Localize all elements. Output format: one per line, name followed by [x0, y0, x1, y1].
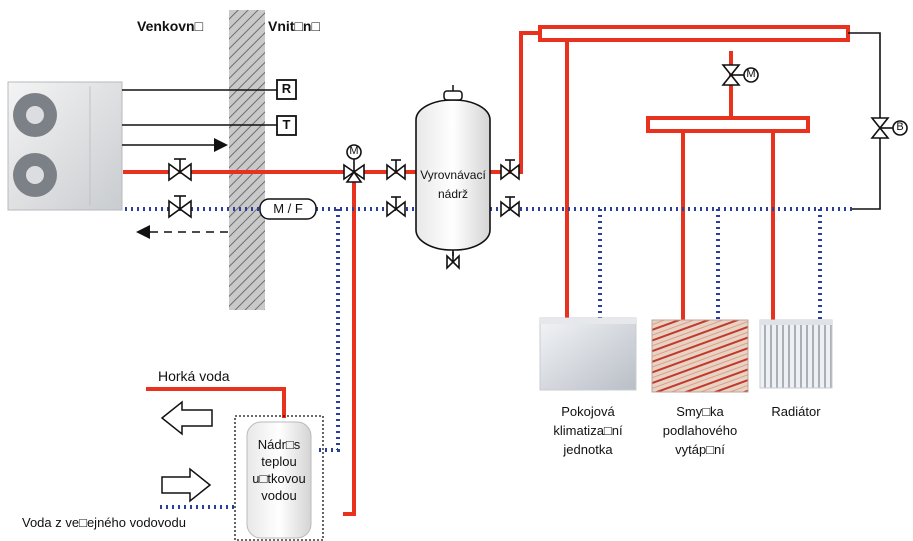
supply-manifold-top — [538, 25, 850, 42]
bypass-valve-icon — [870, 117, 908, 139]
floor-loop-label: Smy□ka podlahového vytáp□ní — [662, 404, 738, 457]
radiator-unit — [759, 319, 833, 389]
control-lines — [122, 89, 277, 233]
buffer-tank — [415, 85, 491, 256]
floor-heating-loop — [651, 319, 749, 393]
three-way-valve-m-label: M — [349, 145, 359, 157]
r-box-label: R — [281, 81, 292, 96]
three-way-valve-icon — [343, 144, 365, 183]
dhw-tank — [234, 415, 324, 541]
drain-valve-icon — [446, 252, 460, 270]
dhw-tank-label: Nádr□s teplou u□tkovou vodou — [252, 437, 306, 503]
supply-pipes — [123, 31, 775, 516]
fan-coil-label: Pokojová klimatiza□ní jednotka — [553, 404, 623, 457]
valve-icon — [386, 196, 406, 218]
hot-water-arrow-icon — [160, 400, 213, 436]
valve-icon — [168, 195, 192, 219]
valve-icon — [386, 159, 406, 181]
t-box — [276, 115, 297, 136]
valve-icon — [500, 159, 520, 181]
supply-manifold-lower — [646, 116, 810, 133]
outdoor-label: Venkovn□ — [137, 18, 204, 34]
t-box-label: T — [282, 117, 291, 132]
radiator-label: Radiátor — [771, 404, 821, 419]
mf-box — [259, 198, 317, 220]
valve-icons — [168, 64, 908, 270]
wall — [229, 10, 265, 310]
motor-valve-icon — [721, 64, 759, 86]
r-box — [276, 79, 297, 100]
cold-water-arrow-icon — [161, 467, 212, 503]
fan-coil-unit — [539, 317, 637, 391]
indoor-label: Vnit□n□ — [268, 18, 320, 34]
outdoor-heat-pump-unit — [7, 81, 123, 211]
arrow-left-icon — [136, 225, 150, 239]
valve-icon — [168, 158, 192, 182]
bypass-valve-b-label: B — [896, 121, 904, 133]
motor-valve-m-label: M — [746, 68, 756, 80]
arrow-right-icon — [214, 138, 228, 152]
public-water-label: Voda z ve□ejného vodovodu — [22, 515, 186, 530]
mf-box-label: M / F — [273, 201, 303, 216]
return-pipes — [125, 207, 852, 509]
valve-icon — [500, 196, 520, 218]
hot-water-label: Horká voda — [158, 368, 230, 384]
buffer-tank-label: Vyrovnávací nádrž — [420, 168, 486, 201]
